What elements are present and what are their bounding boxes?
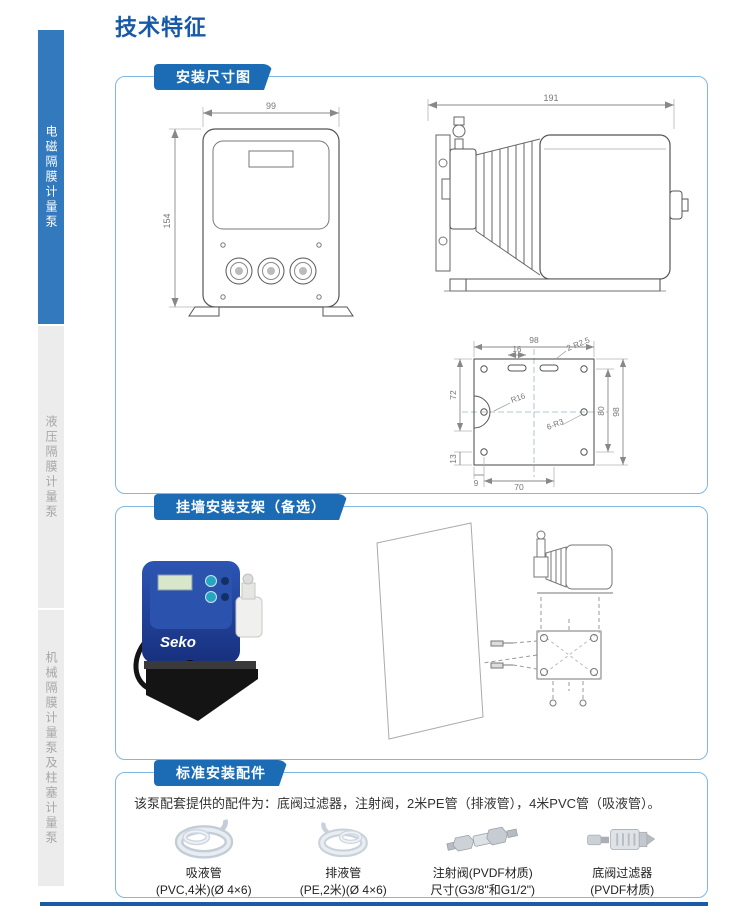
front-view-drawing: 99 154 [162,101,354,317]
lcd-display [157,574,193,591]
motor-housing [539,134,671,280]
dim-label-plate-9: 9 [474,479,479,488]
pump-photo: Seko [133,561,263,721]
accessories-intro: 该泵配套提供的配件为：底阀过滤器，注射阀，2米PE管（排液管），4米PVC管（吸… [134,796,661,811]
accessory-injection-valve: 注射阀(PVDF材质) 尺寸(G3/8"和G1/2") [413,817,553,898]
accessory-spec: (PVC,4米)(Ø 4×6) [155,883,252,897]
pump-sketch [533,530,613,594]
dim-label-plate-72: 72 [448,390,458,400]
panel-wall-bracket: 挂墙安装支架（备选） Seko [115,506,708,760]
plate-outline [473,358,595,466]
accessory-drain-tube: 排液管 (PE,2米)(Ø 4×6) [274,817,414,898]
accessory-foot-valve-filter: 底阀过滤器 (PVDF材质) [553,817,693,898]
accessory-name: 吸液管 [185,866,222,880]
accessory-name: 底阀过滤器 [592,866,653,880]
accessory-spec: (PVDF材质) [590,883,655,897]
dim-label-front-height: 154 [162,213,172,228]
panel-standard-accessories: 标准安装配件 该泵配套提供的配件为：底阀过滤器，注射阀，2米PE管（排液管），4… [115,772,708,898]
dim-label-plate-top: 98 [529,335,539,345]
drain-tube-image [318,821,369,858]
section-badge-accessories: 标准安装配件 [154,760,288,786]
pump-head [235,596,263,638]
dim-label-plate-70: 70 [514,482,524,492]
screw-holes [540,634,598,676]
sidebar-tab-hydraulic-pump[interactable]: 液压隔膜计量泵 [38,326,64,608]
wall-panel [376,522,484,740]
cooling-fins [475,138,541,276]
dim-label-plate-r16: R16 [510,391,527,405]
pump-knobs [225,257,317,285]
dim-label-plate-98: 98 [611,407,621,417]
accessory-spec: (PE,2米)(Ø 4×6) [299,883,387,897]
accessory-name: 排液管 [325,866,362,880]
sidebar-tab-label: 电磁隔膜计量泵 [44,124,58,230]
screws [490,640,513,669]
injection-valve-image [446,826,518,852]
dim-label-plate-6r3: 6-R3 [545,417,565,432]
foot-valve-filter-image [587,829,656,850]
accessories-row: 吸液管 (PVC,4米)(Ø 4×6) 排液管 (PE,2米)(Ø 4×6) [134,817,692,898]
side-view-drawing: 191 [427,93,689,292]
dim-label-plate-80: 80 [596,406,606,416]
accessory-suction-tube: 吸液管 (PVC,4米)(Ø 4×6) [134,817,274,898]
pump-button [205,575,217,587]
dim-label-side-length: 191 [543,93,558,103]
sidebar-tab-mechanical-pump[interactable]: 机械隔膜计量泵及柱塞计量泵 [38,610,64,886]
wall-mounting-drawing [376,522,613,740]
accessory-name: 注射阀(PVDF材质) [432,866,533,880]
dim-label-plate-16: 16 [513,345,522,354]
dim-label-plate-13: 13 [448,454,458,464]
dim-label-plate-2r25: 2-R2.5 [565,335,591,353]
sidebar-tab-label: 液压隔膜计量泵 [44,414,58,520]
suction-tube-image [174,818,233,859]
accessory-spec: 尺寸(G3/8"和G1/2") [430,883,536,897]
bottom-divider [40,902,708,906]
pump-button [205,591,217,603]
page-title: 技术特征 [115,15,208,40]
mounting-plate-drawing: 98 16 2-R2.5 R16 6-R3 72 13 80 [448,335,628,492]
sidebar-tab-label: 机械隔膜计量泵及柱塞计量泵 [44,650,58,846]
sidebar-tab-electromagnetic-pump[interactable]: 电磁隔膜计量泵 [38,30,64,324]
brand-logo: Seko [160,634,196,651]
dim-label-front-width: 99 [266,101,276,111]
pump-display [248,150,294,168]
section-badge-bracket: 挂墙安装支架（备选） [154,494,348,520]
panel-installation-dimensions: 安装尺寸图 99 154 [115,76,708,494]
wall-bracket-plate [146,669,258,721]
section-badge-dimensions: 安装尺寸图 [154,64,273,90]
